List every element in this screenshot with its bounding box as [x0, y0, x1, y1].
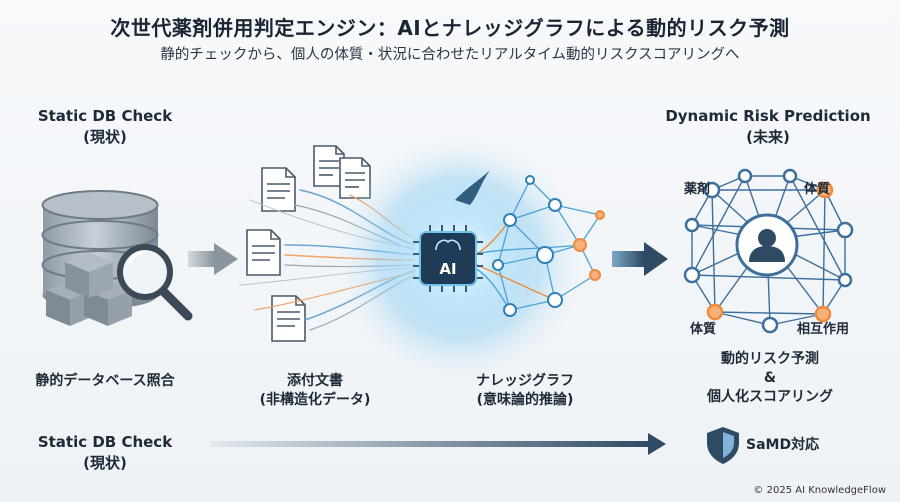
prediction-caption: 動的リスク予測 & 個人化スコアリング	[707, 351, 833, 405]
static-heading: Static DB Check(現状)	[37, 107, 173, 146]
risk-network	[683, 168, 854, 334]
bottom-static-label: Static DB Check(現状)	[37, 433, 173, 472]
node-label-constitution-top: 体質	[804, 182, 831, 197]
boxes-icon	[46, 252, 132, 326]
chip-label: AI	[439, 260, 456, 278]
document-icon	[246, 229, 281, 276]
document-icon-group	[246, 145, 371, 342]
page-title: 次世代薬剤併用判定エンジン：AIとナレッジグラフによる動的リスク予測	[110, 16, 790, 40]
document-icon	[261, 167, 296, 212]
document-icon	[271, 295, 306, 342]
arrow-graph-to-prediction	[612, 242, 668, 276]
leaf-icon	[455, 170, 490, 205]
docs-caption: 添付文書(非構造化データ)	[259, 373, 371, 408]
graph-caption: ナレッジグラフ(意味論的推論)	[476, 373, 574, 408]
dynamic-heading: Dynamic Risk Prediction(未来)	[665, 107, 871, 146]
ai-chip-icon: AI	[413, 225, 483, 292]
node-label-drug: 薬剤	[684, 182, 711, 197]
samd-badge-label: SaMD対応	[746, 437, 820, 453]
node-label-constitution-bottom: 体質	[690, 322, 717, 337]
copyright: © 2025 AI KnowledgeFlow	[753, 485, 886, 496]
bottom-progress-arrow	[210, 433, 666, 455]
arrow-static-to-docs	[188, 243, 238, 275]
knowledge-graph	[455, 170, 605, 317]
static-caption: 静的データベース照合	[35, 373, 175, 389]
node-label-interaction: 相互作用	[797, 322, 850, 337]
person-icon	[749, 229, 785, 262]
shield-icon	[707, 427, 739, 464]
page-subtitle: 静的チェックから、個人の体質・状況に合わせたリアルタイム動的リスクスコアリングへ	[160, 47, 740, 63]
magnifier-icon	[117, 244, 193, 321]
